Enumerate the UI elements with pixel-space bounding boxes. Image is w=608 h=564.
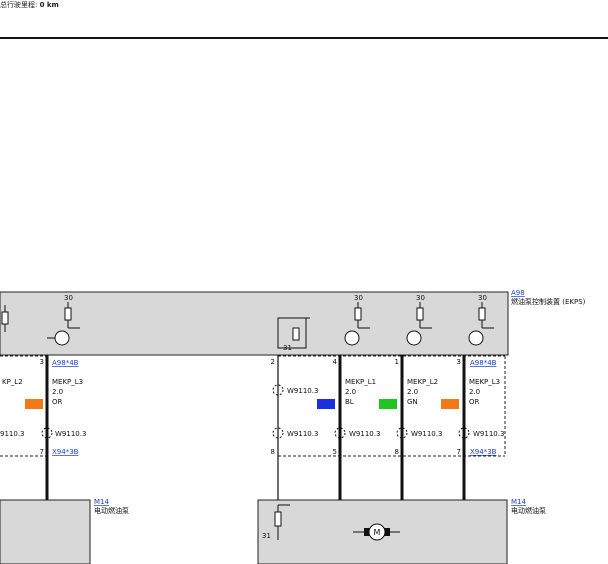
- wire-l1-name: MEKP_L1: [345, 378, 376, 386]
- terminal-30-labels: 30 30 30 30 31 31: [64, 294, 487, 540]
- odometer-readout: 总行驶里程: 0 km: [0, 0, 59, 10]
- header-divider: [0, 37, 608, 39]
- pin-2: 2: [271, 358, 275, 366]
- t30-b: 30: [354, 294, 363, 302]
- wire-l2-size: 2.0: [407, 388, 418, 396]
- pin-1: 1: [395, 358, 399, 366]
- wire-l1-code: BL: [345, 398, 354, 406]
- odometer-label: 总行驶里程:: [0, 1, 38, 9]
- wire-l2-code: GN: [407, 398, 418, 406]
- m14-left-ref-link[interactable]: M14: [94, 498, 109, 506]
- pin-numbers: 3 7 2 4 1 3 8 5 8 7: [40, 358, 461, 456]
- pin-b8: 8: [271, 448, 275, 456]
- bl-swatch: [317, 399, 335, 409]
- a98-control-unit-box: [0, 291, 509, 356]
- shield-mid-3: W9110.3: [411, 430, 442, 438]
- wire-left-partial: KP_L2: [2, 378, 23, 386]
- main-wires: [45, 355, 466, 500]
- m14-right-ref-link[interactable]: M14: [511, 498, 526, 506]
- left-x94-3b-link[interactable]: X94*3B: [52, 448, 79, 456]
- pin-3: 3: [457, 358, 461, 366]
- t31-a: 31: [283, 344, 292, 352]
- shield-mid-1: W9110.3: [287, 430, 318, 438]
- shield-top: W9110.3: [287, 387, 318, 395]
- t30-c: 30: [416, 294, 425, 302]
- m14-left-box: [0, 499, 91, 564]
- wire-left-l3-code: OR: [52, 398, 63, 406]
- pin-b5: 5: [333, 448, 337, 456]
- wire-left-l3-name: MEKP_L3: [52, 378, 83, 386]
- motor-m-label: M: [374, 528, 381, 537]
- motor-symbol: M: [353, 523, 400, 541]
- wire-r-l3-size: 2.0: [469, 388, 480, 396]
- pin-b7: 7: [457, 448, 461, 456]
- wire-left-l3-size: 2.0: [52, 388, 63, 396]
- wire-labels: KP_L2 MEKP_L3 2.0 OR MEKP_L1 2.0 BL MEKP…: [2, 378, 500, 406]
- a98-name: 燃油泵控制装置 (EKPS): [511, 297, 586, 306]
- t30-a: 30: [64, 294, 73, 302]
- right-a98-4b-link[interactable]: A98*4B: [470, 359, 497, 367]
- pin-left-top: 3: [40, 358, 44, 366]
- pin-4: 4: [333, 358, 338, 366]
- shield-left: W9110.3: [55, 430, 86, 438]
- m14-right-name: 电动燃油泵: [511, 506, 546, 515]
- wire-l2-name: MEKP_L2: [407, 378, 438, 386]
- wire-r-l3-code: OR: [469, 398, 480, 406]
- left-or-swatch: [25, 399, 43, 409]
- driver-symbols: [1, 302, 494, 540]
- gn-swatch: [379, 399, 397, 409]
- left-a98-4b-link[interactable]: A98*4B: [52, 359, 79, 367]
- right-x94-3b-link[interactable]: X94*3B: [470, 448, 497, 456]
- shield-mid-2: W9110.3: [349, 430, 380, 438]
- shield-left-partial: 9110.3: [0, 430, 25, 438]
- wire-l1-size: 2.0: [345, 388, 356, 396]
- t30-d: 30: [478, 294, 487, 302]
- pin-b8b: 8: [395, 448, 399, 456]
- t31-b: 31: [262, 532, 271, 540]
- shield-mid-4: W9110.3: [473, 430, 504, 438]
- shield-labels: 9110.3 W9110.3 W9110.3 W9110.3 W9110.3 W…: [0, 387, 504, 438]
- a98-ref-link[interactable]: A98: [511, 289, 525, 297]
- right-or-swatch: [441, 399, 459, 409]
- connector-dashes: [0, 355, 506, 457]
- wire-r-l3-name: MEKP_L3: [469, 378, 500, 386]
- pin-left-bottom: 7: [40, 448, 44, 456]
- odometer-value: 0 km: [39, 1, 59, 9]
- shield-circles: [41, 384, 470, 439]
- m14-left-name: 电动燃油泵: [94, 506, 129, 515]
